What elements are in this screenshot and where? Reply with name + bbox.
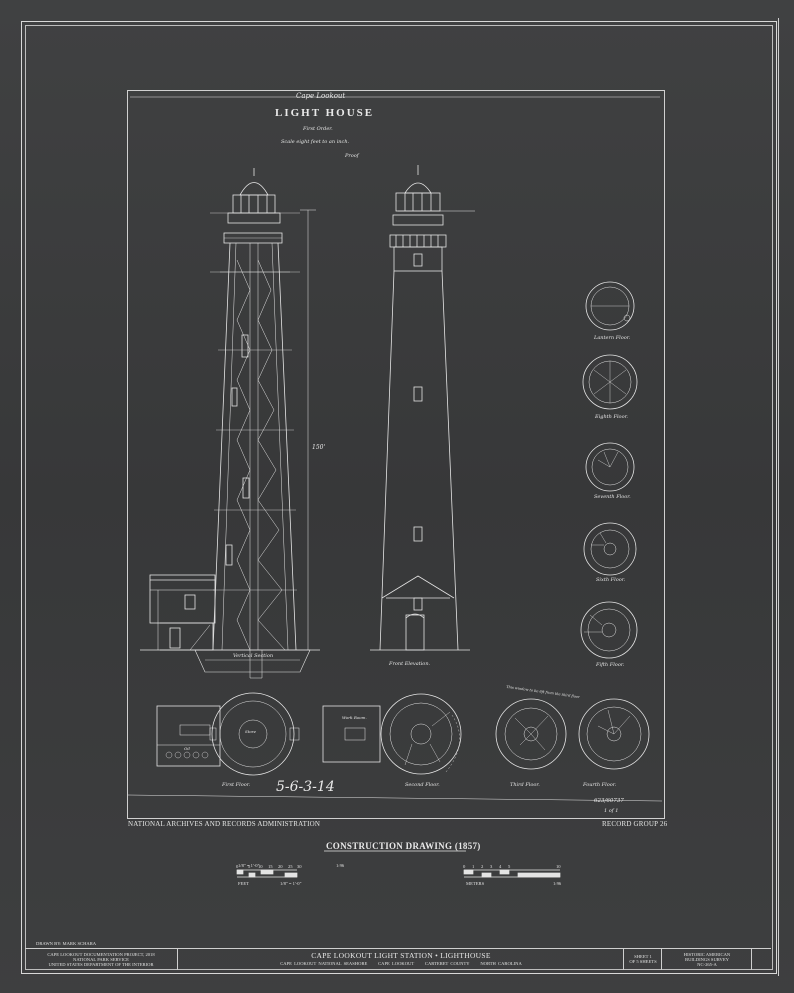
meter-tick: 3 (490, 864, 493, 869)
meter-tick: 10 (556, 864, 561, 869)
location-park: CAPE LOOKOUT NATIONAL SEASHORE (280, 961, 368, 966)
meter-tick: 5 (508, 864, 511, 869)
store-label: Store (245, 729, 257, 734)
main-title-cell: CAPE LOOKOUT LIGHT STATION • LIGHTHOUSE … (177, 949, 624, 970)
archive-number: 623/60737 (594, 798, 624, 804)
right-margin-rule (778, 18, 779, 976)
feet-tick: 15 (268, 864, 273, 869)
third-floor-label: Third Floor. (510, 782, 540, 788)
org-line: NATIONAL PARK SERVICE (73, 957, 129, 962)
lower-floor-plans (156, 692, 650, 776)
feet-tick: 10 (258, 864, 263, 869)
feet-tick: 0 (236, 864, 239, 869)
drawing-title: LIGHT HOUSE (275, 107, 375, 119)
drawing-frame (127, 90, 665, 819)
upper-floor-plans (580, 281, 638, 659)
meter-tick: 1 (472, 864, 475, 869)
habs-line: NC-265-A (697, 962, 717, 967)
location-line: CAPE LOOKOUT NATIONAL SEASHORE CAPE LOOK… (178, 961, 624, 966)
habs-line: BUILDINGS SURVEY (685, 957, 729, 962)
feet-label: FEET (238, 881, 249, 886)
lantern-floor-label: Lantern Floor. (594, 335, 631, 341)
fifth-floor-label: Fifth Floor. (596, 662, 625, 668)
sixth-floor-label: Sixth Floor. (596, 577, 626, 583)
right-scale-ratio: 1:96 (553, 881, 562, 886)
order-text: First Order. (303, 126, 333, 132)
left-scale-top: 1/8" = 1'-0" (238, 863, 260, 868)
fourth-floor-label: Fourth Floor. (583, 782, 617, 788)
left-scale-ratio: 1:96 (336, 863, 345, 868)
second-floor-label: Second Floor. (405, 782, 440, 788)
feet-tick: 5 (248, 864, 251, 869)
location-cape: CAPE LOOKOUT (378, 961, 415, 966)
oil-label: Oil (184, 746, 190, 751)
vertical-section-label: Vertical Section (233, 653, 274, 659)
feet-tick: 25 (288, 864, 293, 869)
front-elevation-drawing (370, 165, 475, 651)
eighth-floor-label: Eighth Floor. (595, 414, 629, 420)
construction-heading: CONSTRUCTION DRAWING (1857) (326, 841, 481, 851)
archive-stamp: 5-6-3-14 (276, 779, 335, 795)
location-county: CARTERET COUNTY (424, 961, 470, 966)
front-elevation-label: Front Elevation. (389, 661, 431, 667)
vertical-section-drawing (140, 168, 320, 679)
record-group-caption: RECORD GROUP 26 (602, 820, 668, 828)
scale-text: Scale eight feet to an inch. (281, 139, 350, 145)
seventh-floor-label: Seventh Floor. (594, 494, 631, 500)
main-title: CAPE LOOKOUT LIGHT STATION • LIGHTHOUSE (311, 951, 491, 960)
inner-border (25, 25, 773, 970)
first-floor-label: First Floor. (222, 782, 251, 788)
org-line: CAPE LOOKOUT DOCUMENTATION PROJECT, 2018 (47, 952, 155, 957)
feet-tick: 30 (297, 864, 302, 869)
drawn-by: DRAWN BY: MARK SCHARA (36, 941, 97, 946)
org-cell: CAPE LOOKOUT DOCUMENTATION PROJECT, 2018… (25, 949, 177, 970)
left-scale-bottom: 1/8" = 1'-0" (280, 881, 302, 886)
habs-cell: HISTORIC AMERICAN BUILDINGS SURVEY NC-26… (661, 949, 752, 970)
sheet-cell: SHEET 1 OF 5 SHEETS (623, 949, 662, 970)
sheet-line: OF 5 SHEETS (629, 959, 657, 964)
meter-tick: 0 (463, 864, 466, 869)
feet-tick: 20 (278, 864, 283, 869)
location-state: NORTH CAROLINA (480, 961, 522, 966)
meters-scale-bar (463, 869, 561, 878)
feet-scale-bar (236, 869, 298, 878)
archives-caption: NATIONAL ARCHIVES AND RECORDS ADMINISTRA… (128, 820, 321, 828)
meter-tick: 2 (481, 864, 484, 869)
sheet-fraction: 1 of 1 (604, 808, 619, 814)
sheet-line: SHEET 1 (634, 954, 652, 959)
meters-label: METERS (466, 881, 485, 886)
header-place: Cape Lookout (296, 92, 346, 100)
height-dimension: 150' (312, 444, 326, 451)
title-block: CAPE LOOKOUT DOCUMENTATION PROJECT, 2018… (25, 948, 771, 970)
org-line: UNITED STATES DEPARTMENT OF THE INTERIOR (48, 962, 154, 967)
habs-line: HISTORIC AMERICAN (683, 952, 731, 957)
outer-border (21, 21, 777, 974)
note-text: Proof (345, 153, 359, 159)
meter-tick: 4 (499, 864, 502, 869)
work-room-label: Work Room. (342, 715, 367, 720)
seal-cell (751, 949, 772, 970)
